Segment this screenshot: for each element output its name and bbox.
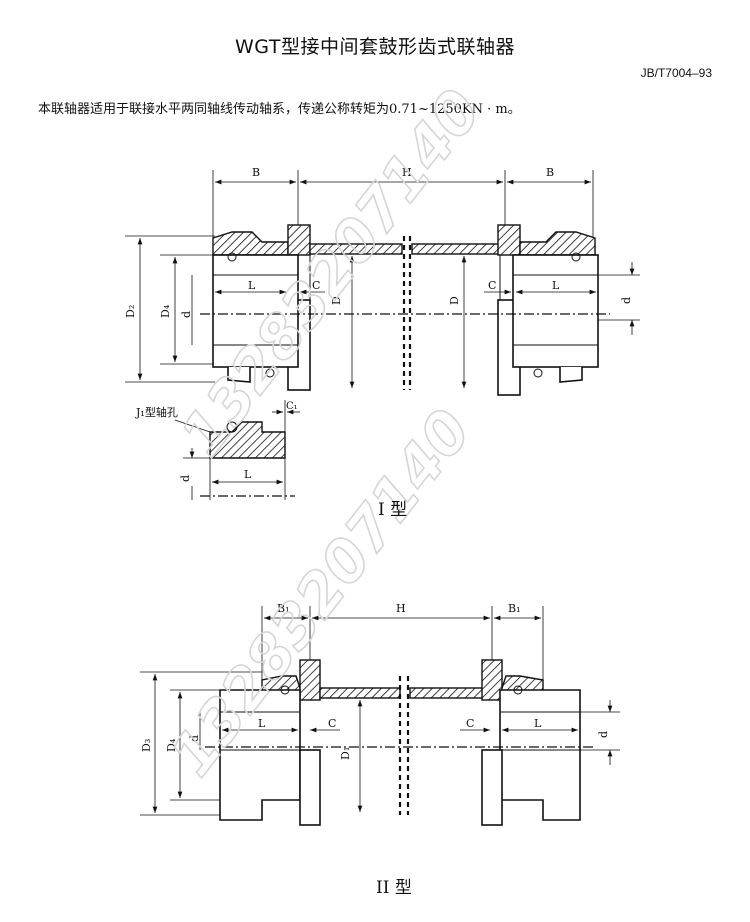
detail-dim-l: L (244, 468, 252, 481)
type1-dim-l-right: L (552, 279, 560, 292)
type1-dim-d4: D₄ (159, 304, 172, 318)
description: 本联轴器适用于联接水平两同轴线传动轴系，传递公称转矩为0.71~1250KN ·… (38, 102, 521, 117)
type1-dim-b-right: B (546, 166, 554, 179)
type2-dim-b1-right: B₁ (508, 602, 521, 615)
type1-dim-c-right: C (488, 279, 496, 292)
type2-dim-d-right: d (597, 731, 610, 738)
type2-dim-d-left: d (188, 735, 201, 742)
type1-dim-b-left: B (252, 166, 260, 179)
type2-drawing (140, 606, 620, 826)
type2-dim-D1: D₁ (339, 747, 352, 760)
type1-dim-l-left: L (248, 279, 256, 292)
type2-dim-b1-left: B₁ (277, 602, 290, 615)
type1-dim-d2: D₂ (124, 305, 137, 318)
type1-dim-h: H (402, 166, 412, 179)
type2-dim-c-right: C (466, 717, 474, 730)
standard-number: JB/T7004–93 (640, 66, 712, 80)
type2-caption: II 型 (376, 878, 412, 898)
detail-dim-c1: C₁ (286, 401, 298, 412)
type2-dim-h: H (396, 602, 406, 615)
page-title: WGT型接中间套鼓形齿式联轴器 (235, 36, 515, 58)
type1-caption: I 型 (378, 500, 408, 520)
detail-dim-d: d (179, 475, 192, 482)
detail-label: J₁型轴孔 (135, 405, 178, 419)
type2-dim-c-left: C (328, 717, 336, 730)
type1-drawing (125, 170, 640, 500)
type2-dim-l-right: L (534, 717, 542, 730)
type1-dim-d-right: d (620, 297, 633, 304)
type2-dim-l-left: L (258, 717, 266, 730)
type1-dim-d-left: d (180, 311, 193, 318)
type2-dim-d4: D₄ (165, 738, 178, 752)
type1-dim-c-left: C (312, 279, 320, 292)
type1-dim-D-right: D (448, 296, 461, 305)
type1-dim-D-left: D (330, 296, 343, 305)
type2-dim-d3: D₃ (140, 739, 153, 752)
